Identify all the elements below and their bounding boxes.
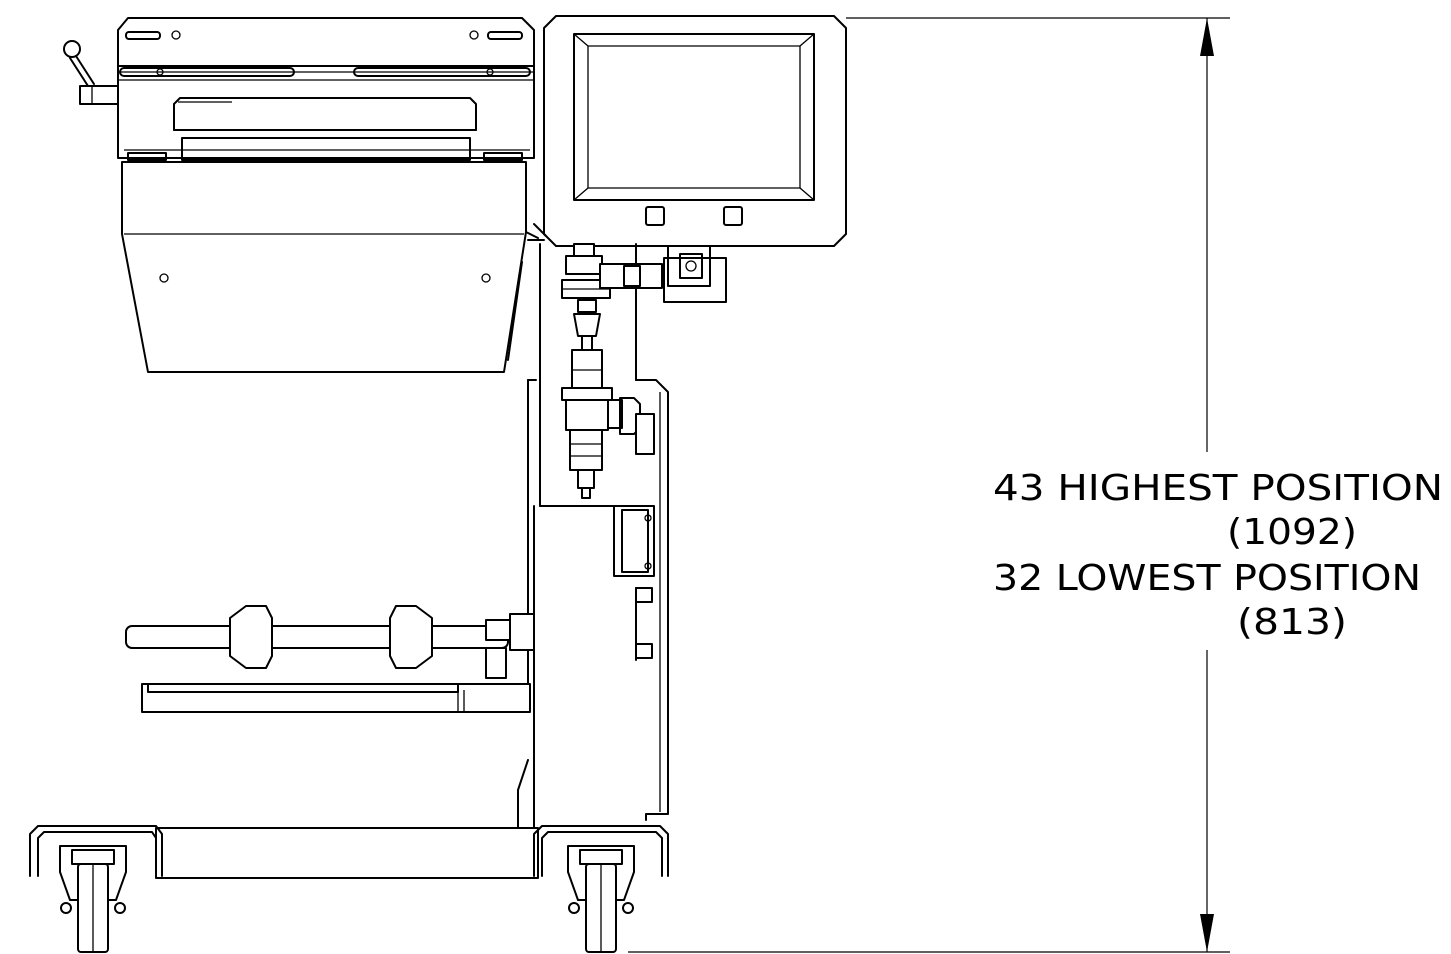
height-dimension: 43 HIGHEST POSITION (1092) 32 LOWEST POS… <box>628 17 1443 953</box>
arrowhead-down <box>1200 914 1214 952</box>
lower-tray <box>141 683 531 713</box>
base-frame <box>29 825 669 879</box>
caster-right <box>567 845 635 953</box>
dimension-highest-metric: (1092) <box>1227 512 1357 553</box>
side-panel-hardware <box>613 505 655 661</box>
crank-handle <box>63 40 119 105</box>
filter-regulator <box>561 299 655 499</box>
head-body-panel <box>121 161 539 373</box>
arrowhead-up <box>1200 18 1214 56</box>
caster-left <box>59 845 127 953</box>
monitor-bracket <box>561 243 727 303</box>
roll-shaft <box>125 605 535 679</box>
dimension-lowest-metric: (813) <box>1237 602 1347 643</box>
display-monitor <box>527 15 847 247</box>
monitor-button-right <box>723 206 743 226</box>
dimension-lowest-label: 32 LOWEST POSITION <box>993 558 1421 599</box>
monitor-button-left <box>645 206 665 226</box>
applicator-head <box>117 17 535 161</box>
dimension-highest-label: 43 HIGHEST POSITION <box>993 468 1443 509</box>
